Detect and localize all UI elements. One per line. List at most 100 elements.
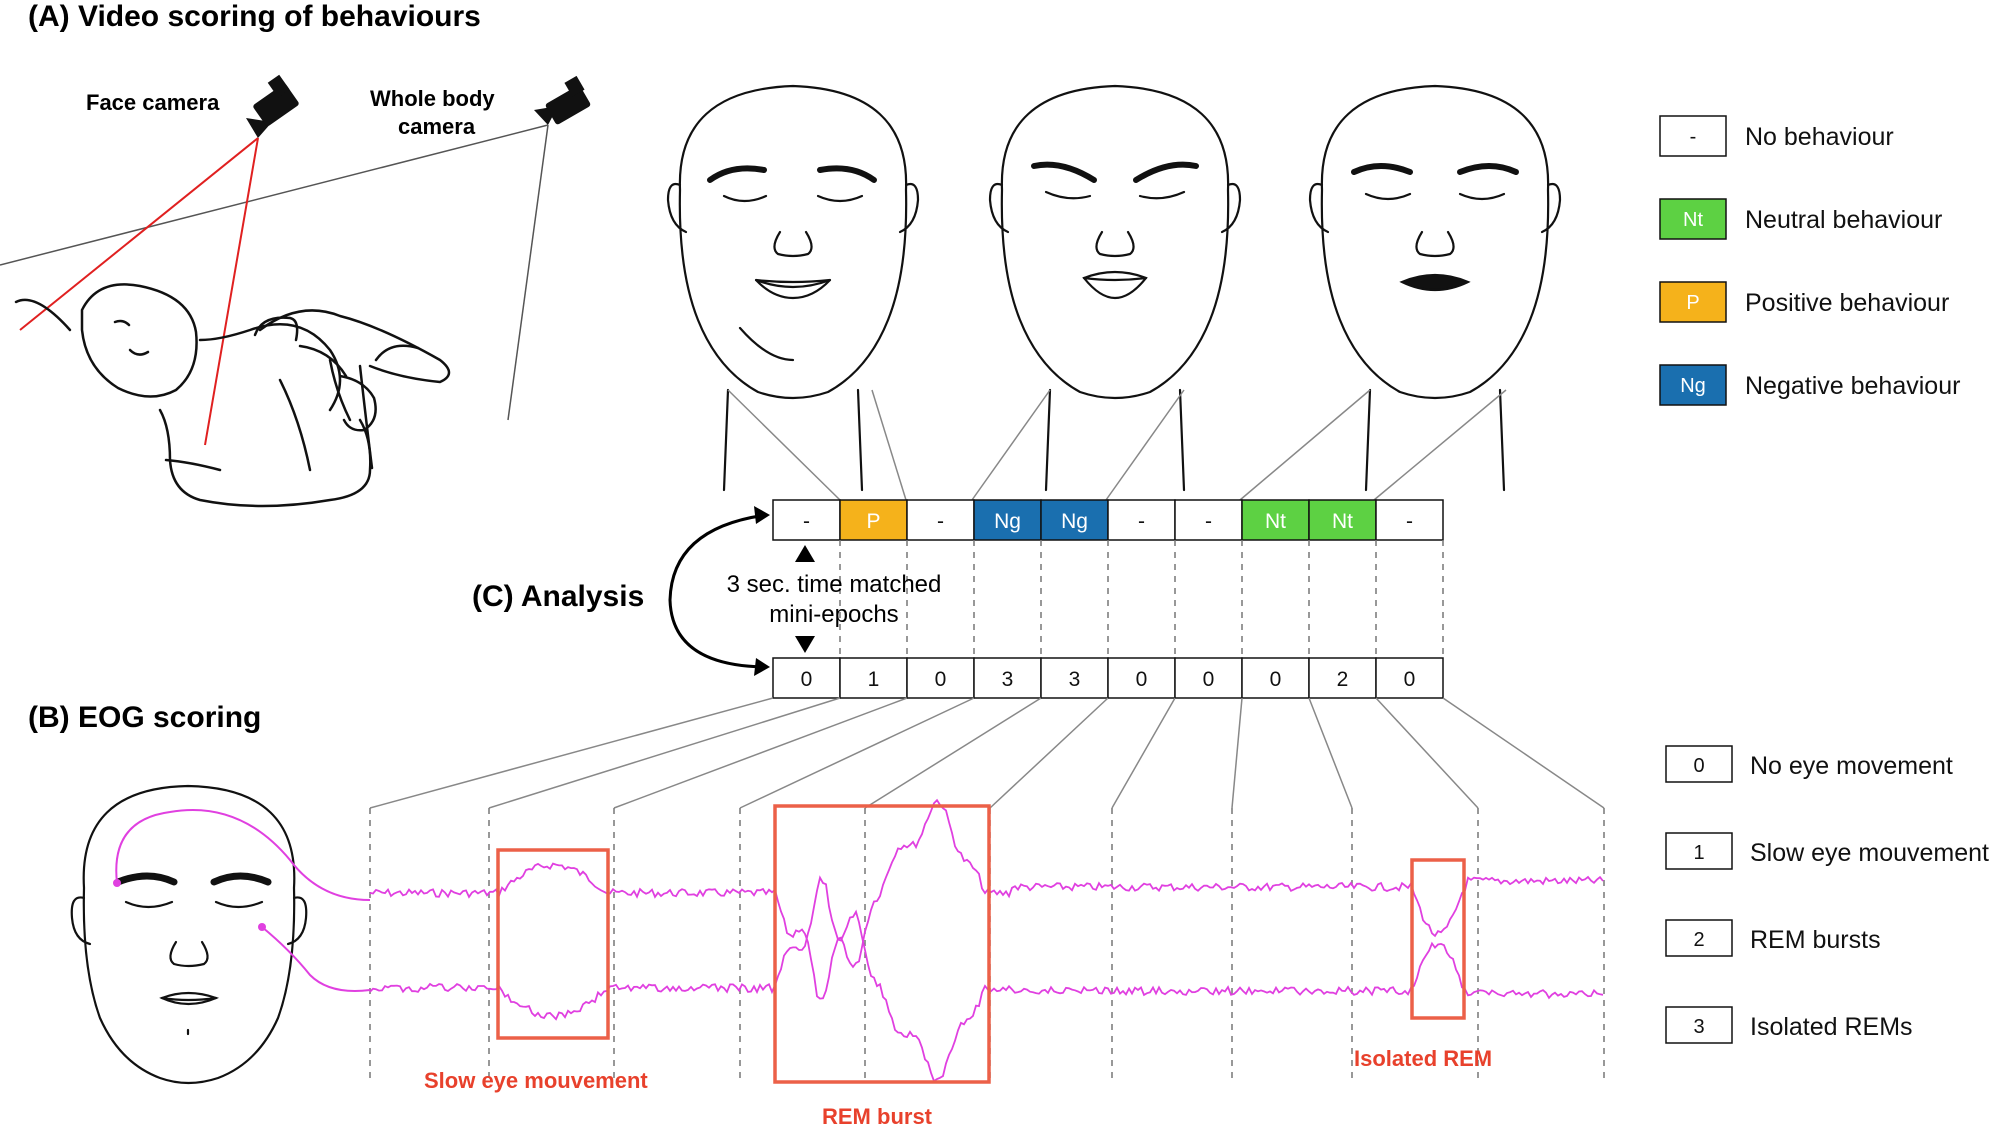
eog-cell bbox=[1375, 657, 1444, 699]
eog-connector bbox=[1442, 697, 1605, 809]
eog-cell bbox=[839, 657, 908, 699]
behaviour-cell-label: Ng bbox=[994, 510, 1021, 533]
behaviour-cell bbox=[1174, 499, 1243, 541]
eog-cell bbox=[1107, 657, 1176, 699]
body-camera-label-1: Whole body bbox=[370, 86, 495, 111]
eog-trace-lower bbox=[369, 875, 1604, 1083]
legend-swatch bbox=[1659, 115, 1727, 157]
eog-connector bbox=[864, 697, 1042, 809]
electrode-upper-dot bbox=[113, 879, 121, 887]
eog-cell-label: 2 bbox=[1337, 668, 1349, 691]
eog-signal-plot bbox=[113, 798, 1605, 1084]
eog-connector bbox=[1231, 697, 1243, 809]
legend-swatch bbox=[1665, 1006, 1733, 1044]
legend-label: Isolated REMs bbox=[1750, 1013, 1913, 1041]
eog-cell bbox=[1241, 657, 1310, 699]
epoch-note-line-2: mini-epochs bbox=[769, 601, 898, 628]
behaviour-cell bbox=[973, 499, 1042, 541]
legend-code: 3 bbox=[1693, 1016, 1704, 1038]
eog-face-icon bbox=[70, 784, 308, 1085]
epoch-note-line-1: 3 sec. time matched bbox=[727, 571, 942, 598]
eog-cell bbox=[1308, 657, 1377, 699]
legend-label: Negative behaviour bbox=[1745, 372, 1960, 400]
legend-label: Slow eye mouvement bbox=[1750, 839, 1989, 867]
eog-connector bbox=[369, 697, 774, 809]
eog-connector bbox=[989, 697, 1109, 809]
behaviour-cell-label: Nt bbox=[1265, 510, 1286, 533]
eog-connector bbox=[1308, 697, 1353, 809]
epoch-dividers bbox=[839, 540, 1444, 658]
legend-swatch bbox=[1665, 919, 1733, 957]
isolated-rem-annotation: Isolated REM bbox=[1354, 1046, 1492, 1071]
eog-cell-label: 0 bbox=[1404, 668, 1416, 691]
legend-swatch bbox=[1659, 198, 1727, 240]
behaviour-cell-label: - bbox=[1138, 510, 1145, 533]
legend-code: 1 bbox=[1693, 842, 1704, 864]
epoch-arrows bbox=[668, 506, 815, 676]
face-connectors bbox=[727, 389, 1507, 501]
behaviour-cell-label: P bbox=[866, 510, 880, 533]
eog-cell-label: 3 bbox=[1002, 668, 1014, 691]
face-positive-icon bbox=[666, 84, 920, 492]
eog-cell-label: 3 bbox=[1069, 668, 1081, 691]
eog-connector bbox=[488, 697, 841, 809]
eog-connector bbox=[739, 697, 975, 809]
eog-connector bbox=[613, 697, 908, 809]
eog-cell-label: 0 bbox=[1203, 668, 1215, 691]
behaviour-cell bbox=[1107, 499, 1176, 541]
eog-connector bbox=[1375, 697, 1479, 809]
body-camera-label-2: camera bbox=[398, 114, 476, 139]
behaviour-cell bbox=[1040, 499, 1109, 541]
electrode-lower-dot bbox=[258, 923, 266, 931]
section-a-title: (A) Video scoring of behaviours bbox=[28, 0, 481, 33]
legend-code: 2 bbox=[1693, 929, 1704, 951]
behaviour-cell-label: - bbox=[803, 510, 810, 533]
eog-cell bbox=[772, 657, 841, 699]
electrode-lead-upper bbox=[115, 809, 371, 901]
legend-label: Neutral behaviour bbox=[1745, 206, 1942, 234]
face-negative-icon bbox=[988, 84, 1242, 492]
eog-trace-upper bbox=[369, 798, 1604, 1000]
camera-setup-illustration: Face camera Whole body camera bbox=[0, 74, 591, 508]
face-neutral-icon bbox=[1308, 84, 1562, 492]
behaviour-cell-label: - bbox=[1205, 510, 1212, 533]
eog-cell-label: 0 bbox=[1270, 668, 1282, 691]
highlight-isolated-rem bbox=[1410, 858, 1466, 1020]
behaviour-cell-label: - bbox=[937, 510, 944, 533]
behaviour-cell bbox=[906, 499, 975, 541]
eog-connectors bbox=[369, 697, 1605, 809]
eog-cell bbox=[1040, 657, 1109, 699]
eog-cell bbox=[973, 657, 1042, 699]
behaviour-cell bbox=[772, 499, 841, 541]
behaviour-cell bbox=[1241, 499, 1310, 541]
legend-swatch bbox=[1659, 281, 1727, 323]
legend-label: Positive behaviour bbox=[1745, 289, 1949, 317]
section-b-title: (B) EOG scoring bbox=[28, 701, 261, 734]
legend-code: Nt bbox=[1683, 209, 1703, 231]
behaviour-cell-label: - bbox=[1406, 510, 1413, 533]
highlight-slow-eye-movement bbox=[496, 848, 610, 1040]
legend-label: No behaviour bbox=[1745, 123, 1894, 151]
rem-burst-annotation: REM burst bbox=[822, 1104, 933, 1128]
section-c-title: (C) Analysis bbox=[472, 580, 644, 613]
legend-code: Ng bbox=[1680, 375, 1706, 397]
sleeping-person-icon bbox=[14, 283, 451, 508]
highlight-rem-burst bbox=[773, 804, 991, 1084]
legend-swatch bbox=[1665, 745, 1733, 783]
behaviour-cell bbox=[1308, 499, 1377, 541]
eog-cell bbox=[1174, 657, 1243, 699]
face-camera-label: Face camera bbox=[86, 90, 220, 115]
legend-swatch bbox=[1665, 832, 1733, 870]
eog-cell-label: 0 bbox=[1136, 668, 1148, 691]
body-camera-icon bbox=[534, 75, 591, 125]
face-camera-icon bbox=[246, 74, 299, 138]
behaviour-cell-label: Ng bbox=[1061, 510, 1088, 533]
legend-swatch bbox=[1659, 364, 1727, 406]
eog-cell-label: 1 bbox=[868, 668, 880, 691]
behaviour-cell bbox=[1375, 499, 1444, 541]
legend-label: REM bursts bbox=[1750, 926, 1881, 954]
